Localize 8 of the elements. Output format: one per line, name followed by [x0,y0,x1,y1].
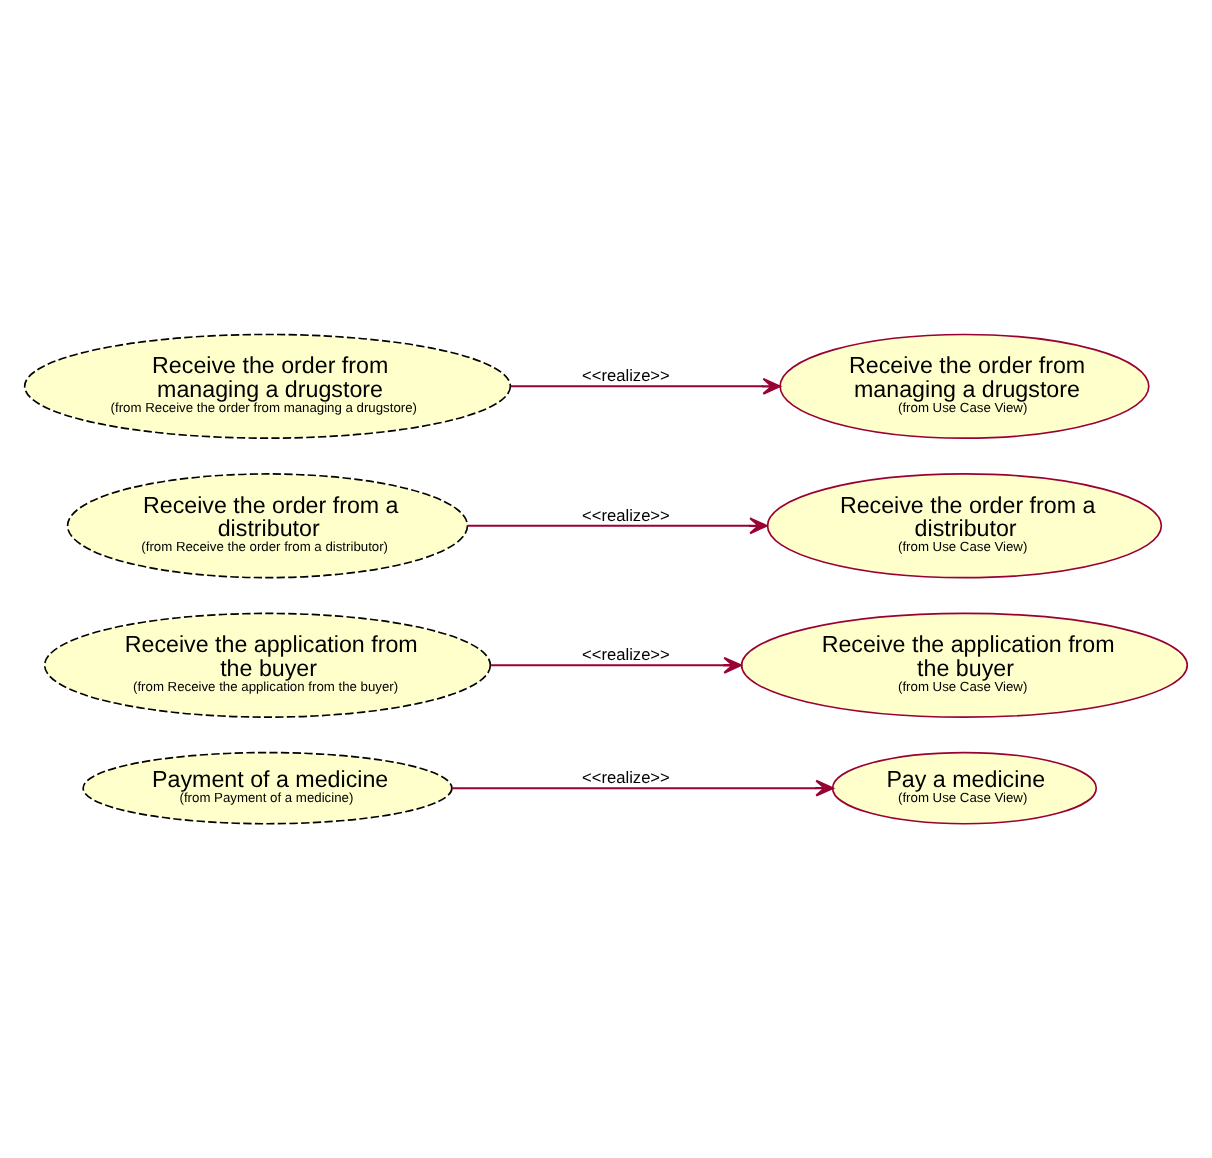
arrow [509,377,781,395]
arrow [466,517,768,535]
edge-label: <<realize>> [582,644,670,665]
arrow [450,779,834,797]
edge-label: <<realize>> [582,365,670,386]
arrow [490,656,742,674]
edge-label: <<realize>> [582,504,670,525]
edge-label: <<realize>> [582,767,670,788]
